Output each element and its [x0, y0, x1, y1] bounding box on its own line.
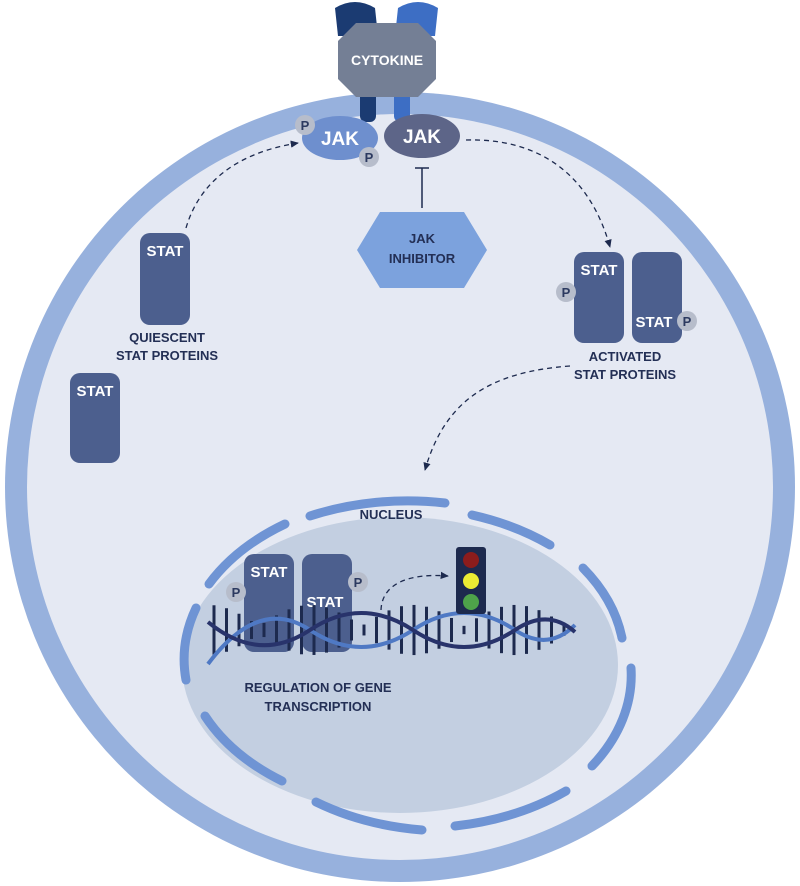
phosphate-label: P [232, 585, 241, 600]
dna-strand-dark [206, 611, 577, 649]
quiescent-label: QUIESCENT STAT PROTEINS [116, 330, 218, 363]
traffic-red-icon [463, 552, 479, 568]
arrow-quiescent-to-jak [185, 140, 299, 229]
svg-text:STAT PROTEINS: STAT PROTEINS [116, 348, 218, 363]
phosphate-jak-left-2: P [359, 147, 379, 167]
svg-text:TRANSCRIPTION: TRANSCRIPTION [265, 699, 372, 714]
arrow-dimer-to-gene [380, 571, 449, 611]
stat-label: STAT [636, 314, 673, 331]
nuclear-stat-1: STAT P [226, 554, 294, 652]
svg-text:QUIESCENT: QUIESCENT [129, 330, 205, 345]
quiescent-stat-1: STAT [140, 233, 190, 325]
jak-left-body [302, 116, 378, 160]
dna-helix [206, 604, 577, 666]
svg-text:P: P [301, 118, 310, 133]
quiescent-stat-2: STAT [70, 373, 120, 463]
regulation-label: REGULATION OF GENE TRANSCRIPTION [244, 680, 391, 714]
nuclear-envelope [179, 496, 636, 835]
jak-left: JAK P P [295, 115, 379, 167]
traffic-light-icon [456, 547, 486, 614]
svg-text:P: P [365, 150, 374, 165]
activated-stat-2: STAT P [632, 252, 697, 343]
phosphate-label: P [354, 575, 363, 590]
stat-label: STAT [581, 262, 618, 279]
phosphate-jak-left-1: P [295, 115, 315, 135]
dna-strand-light [206, 611, 577, 666]
jak-inhibitor-hexagon [357, 212, 487, 288]
jak-right-label: JAK [403, 127, 441, 148]
activated-label: ACTIVATED STAT PROTEINS [574, 349, 676, 382]
jak-inhibitor-label-1: JAK [409, 231, 436, 246]
jak-right: JAK [384, 114, 460, 158]
svg-text:ACTIVATED: ACTIVATED [589, 349, 661, 364]
pathway-arrows [185, 139, 612, 611]
svg-text:STAT PROTEINS: STAT PROTEINS [574, 367, 676, 382]
svg-text:REGULATION OF GENE: REGULATION OF GENE [244, 680, 391, 695]
phosphate-label: P [562, 285, 571, 300]
cytokine-octagon [338, 23, 436, 97]
jak-inhibitor-label-2: INHIBITOR [389, 251, 456, 266]
jak-left-label: JAK [321, 129, 359, 150]
activated-stat-1: STAT P [556, 252, 624, 343]
jak-right-body [384, 114, 460, 158]
stat-label: STAT [77, 383, 114, 400]
phosphate-label: P [683, 314, 692, 329]
cytokine: CYTOKINE [338, 23, 436, 97]
jak-inhibitor: JAK INHIBITOR [357, 167, 487, 288]
stat-label: STAT [147, 243, 184, 260]
nucleus-label: NUCLEUS [360, 507, 423, 522]
stat-label: STAT [251, 564, 288, 581]
arrow-activated-to-nucleus [423, 365, 571, 471]
traffic-yellow-icon [463, 573, 479, 589]
cytokine-label: CYTOKINE [351, 52, 423, 68]
stat-label: STAT [307, 594, 344, 611]
traffic-green-icon [463, 594, 479, 610]
